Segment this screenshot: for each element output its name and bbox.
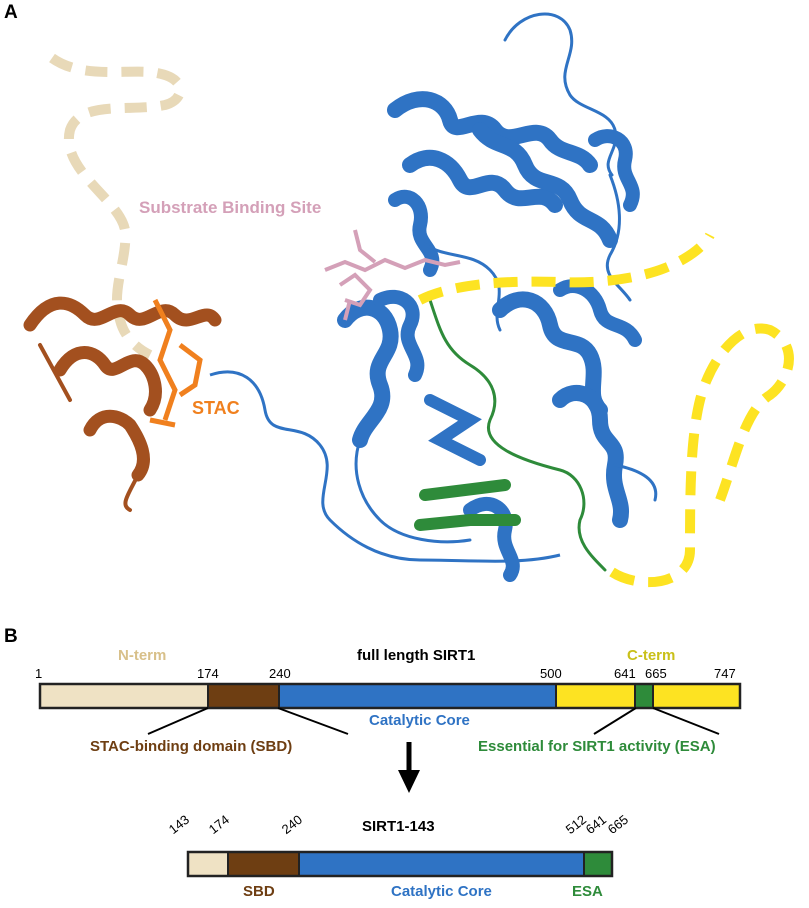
sbd-label: STAC-binding domain (SBD) xyxy=(90,738,293,755)
esa-callout-line xyxy=(652,707,720,735)
domain-segment xyxy=(299,852,584,876)
protein-structure-illustration xyxy=(23,12,794,588)
c-terminal-dashed-tail xyxy=(417,232,715,305)
esa-label: Essential for SIRT1 activity (ESA) xyxy=(478,738,716,755)
domain-segment xyxy=(584,852,612,876)
esa-structure xyxy=(414,298,607,572)
domain-segment xyxy=(653,684,740,708)
domain-segment xyxy=(40,684,208,708)
n-term-label: N-term xyxy=(118,647,167,664)
full-length-bar xyxy=(38,682,742,710)
position-label: 174 xyxy=(197,666,219,681)
c-terminal-dashed-loop xyxy=(609,323,794,588)
domain-segment xyxy=(279,684,556,708)
stac-ligand xyxy=(149,298,203,428)
sirt1-143-bar xyxy=(186,850,614,878)
bar-outline xyxy=(38,682,742,710)
sbd-helix-domain xyxy=(23,296,222,512)
domain-segment xyxy=(635,684,653,708)
n-terminal-dashed-tail xyxy=(49,53,185,360)
domain-segment xyxy=(556,684,635,708)
position-label: 1 xyxy=(35,666,43,681)
esa-callout-line xyxy=(593,707,637,735)
domain-segment xyxy=(228,852,299,876)
stac-label: STAC xyxy=(192,398,240,418)
domain-segment xyxy=(208,684,279,708)
panel-a-letter: A xyxy=(4,2,18,23)
sbd-short-label: SBD xyxy=(243,883,275,900)
sirt1-143-title: SIRT1-143 xyxy=(362,818,435,835)
position-label: 665 xyxy=(645,666,667,681)
position-label: 641 xyxy=(614,666,636,681)
catalytic-core-short-label: Catalytic Core xyxy=(391,883,492,900)
down-arrow-head xyxy=(398,770,420,793)
catalytic-core-label: Catalytic Core xyxy=(369,712,470,729)
position-label: 500 xyxy=(540,666,562,681)
position-label: 747 xyxy=(714,666,736,681)
position-label: 240 xyxy=(269,666,291,681)
esa-short-label: ESA xyxy=(572,883,603,900)
substrate-binding-site-label: Substrate Binding Site xyxy=(139,198,322,217)
sbd-callout-line xyxy=(147,707,209,735)
sbd-callout-line xyxy=(277,707,349,735)
linker-loop xyxy=(209,370,561,563)
substrate-ligand xyxy=(324,229,461,321)
domain-segment xyxy=(188,852,228,876)
bar-outline xyxy=(186,850,614,878)
c-term-label: C-term xyxy=(627,647,676,664)
full-length-title: full length SIRT1 xyxy=(357,647,476,664)
panel-b-letter: B xyxy=(4,626,18,647)
